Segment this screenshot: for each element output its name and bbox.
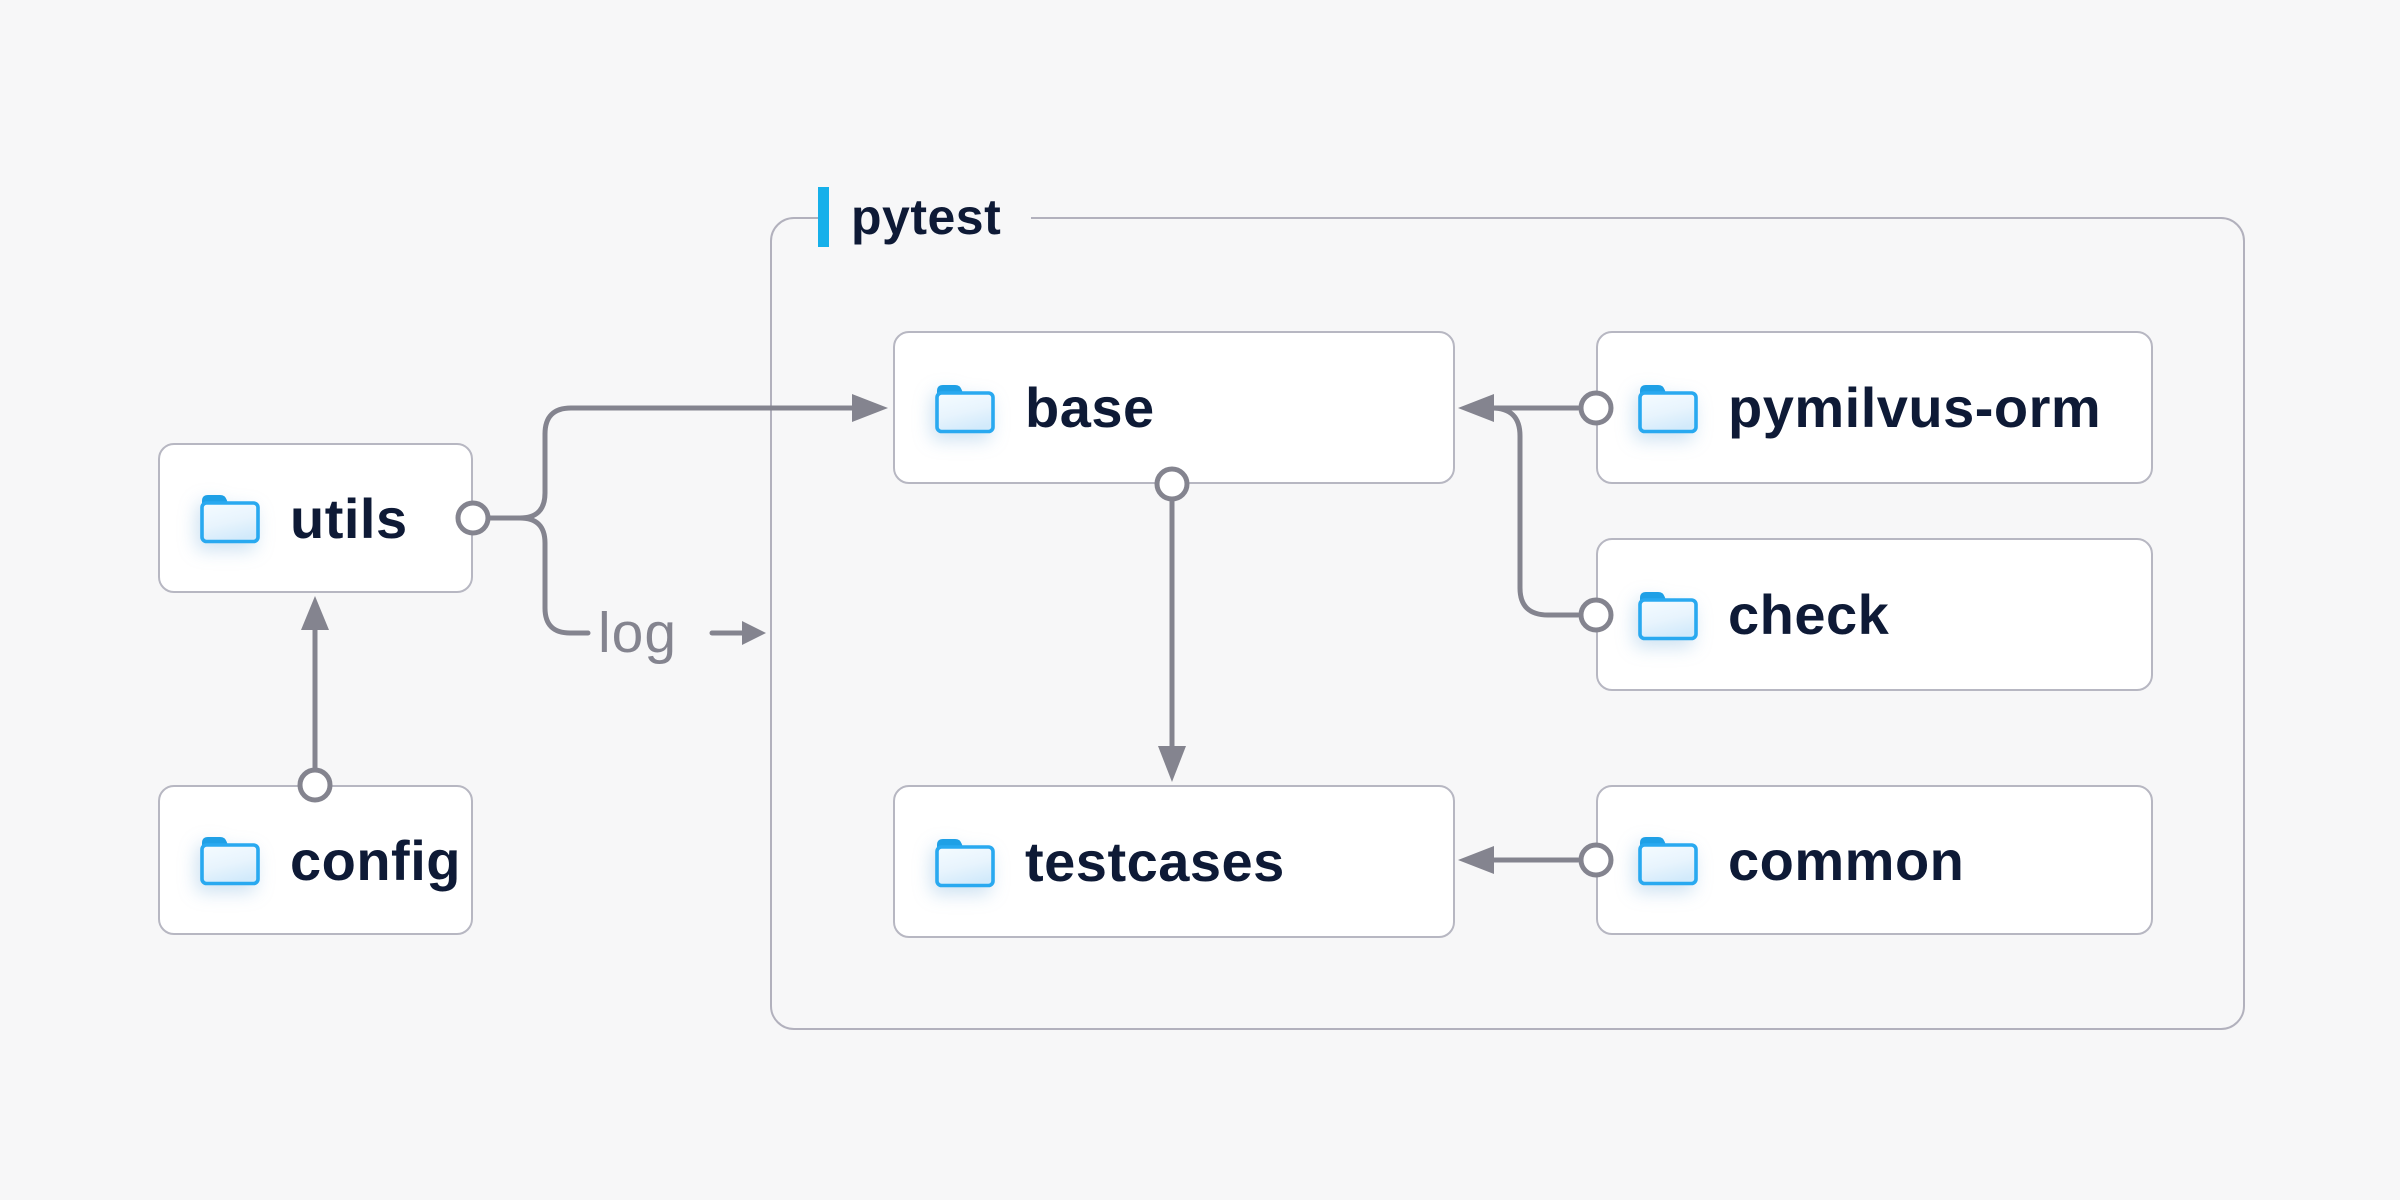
node-label: check [1728,583,1890,646]
node-common: common [1596,785,2153,935]
folder-icon [198,491,262,545]
folder-icon [933,835,997,889]
node-label: testcases [1025,830,1285,893]
node-check: check [1596,538,2153,691]
node-pymilvus-orm: pymilvus-orm [1596,331,2153,484]
pytest-container-title: pytest [851,189,1002,245]
node-utils: utils [158,443,473,593]
folder-icon [1636,381,1700,435]
edge-label-log: log [598,601,678,665]
node-label: common [1728,828,1965,892]
arrowhead-up-icon [301,596,329,630]
node-testcases: testcases [893,785,1455,938]
pytest-container-label: pytest [818,186,1032,248]
node-base: base [893,331,1455,484]
node-label: base [1025,376,1155,439]
node-label: utils [290,486,408,550]
log-arrow-icon [709,621,766,645]
folder-icon [1636,833,1700,887]
edge-utils-to-log [517,515,591,636]
folder-icon [933,381,997,435]
node-label: pymilvus-orm [1728,376,2102,439]
folder-icon [198,833,262,887]
folder-icon [1636,588,1700,642]
node-config: config [158,785,473,935]
edge-config-to-utils [301,596,329,772]
node-label: config [290,828,461,892]
pytest-container [770,217,2245,1030]
accent-bar-icon [818,187,829,247]
